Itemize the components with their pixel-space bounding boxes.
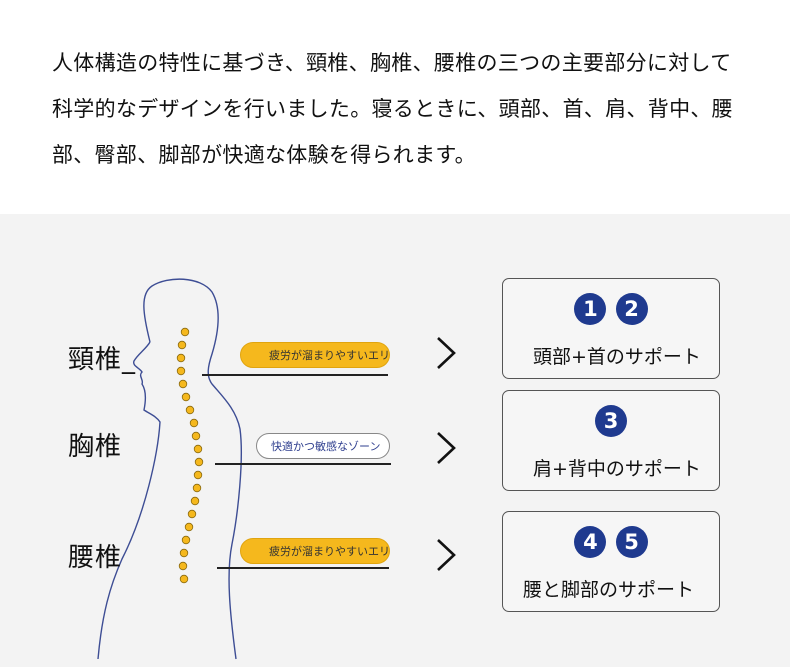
support-card-head-neck: 1 2 頭部+首のサポート (502, 278, 720, 379)
chevron-right-icon (437, 337, 456, 369)
region-label-cervical: 頸椎_ (68, 345, 137, 375)
vertebra-dot (181, 535, 191, 545)
number-badge: 1 (574, 293, 607, 325)
vertebra-dot (176, 366, 186, 376)
vertebra-dot (193, 470, 203, 480)
pointer-line (202, 374, 388, 376)
intro-text: 人体構造の特性に基づき、頸椎、胸椎、腰椎の三つの主要部分に対して 科学的なデザイ… (52, 40, 782, 178)
body-silhouette-icon (143, 278, 242, 660)
number-badge: 4 (574, 526, 607, 558)
vertebra-dot (191, 431, 201, 441)
vertebra-dot (192, 483, 202, 493)
fatigue-zone-pill: 疲労が溜まりやすいエリア (240, 538, 390, 564)
vertebra-dot (179, 574, 189, 584)
vertebrae-dots (176, 327, 204, 584)
vertebra-dot (194, 457, 204, 467)
number-badge: 3 (595, 405, 627, 437)
chevron-right-icon (437, 432, 456, 464)
chevron-right-icon (437, 539, 456, 571)
human-spine-illustration (97, 278, 242, 660)
vertebra-dot (193, 444, 203, 454)
region-label-lumbar: 腰椎 (68, 543, 123, 573)
pointer-line (215, 463, 391, 465)
support-card-waist-legs: 4 5 腰と脚部のサポート (502, 511, 720, 612)
vertebra-dot (187, 509, 197, 519)
sensitive-zone-pill: 快適かつ敏感なゾーン (256, 433, 390, 459)
vertebra-dot (181, 392, 191, 402)
pointer-line (217, 567, 389, 569)
vertebra-dot (177, 340, 187, 350)
vertebra-dot (179, 548, 189, 558)
vertebra-dot (185, 405, 195, 415)
vertebra-dot (180, 327, 190, 337)
card-label: 肩+背中のサポート (533, 458, 701, 480)
vertebra-dot (184, 522, 194, 532)
support-card-shoulder-back: 3 肩+背中のサポート (502, 390, 720, 491)
spine-diagram-panel: 頸椎_ 疲労が溜まりやすいエリア 1 2 頭部+首のサポート 胸椎 快適かつ敏感… (0, 214, 790, 667)
region-label-thoracic: 胸椎 (68, 432, 123, 462)
number-badge: 5 (615, 526, 648, 558)
card-label: 腰と脚部のサポート (523, 579, 695, 601)
intro-line-3: 部、臀部、脚部が快適な体験を得られます。 (52, 143, 476, 167)
vertebra-dot (190, 496, 200, 506)
card-label: 頭部+首のサポート (533, 346, 701, 368)
vertebra-dot (178, 561, 188, 571)
vertebra-dot (176, 353, 186, 363)
intro-line-1: 人体構造の特性に基づき、頸椎、胸椎、腰椎の三つの主要部分に対して (52, 51, 732, 75)
fatigue-zone-pill: 疲労が溜まりやすいエリア (240, 342, 390, 368)
number-badge: 2 (615, 293, 648, 325)
intro-line-2: 科学的なデザインを行いました。寝るときに、頭部、首、肩、背中、腰 (52, 97, 733, 121)
vertebra-dot (178, 379, 188, 389)
vertebra-dot (189, 418, 199, 428)
